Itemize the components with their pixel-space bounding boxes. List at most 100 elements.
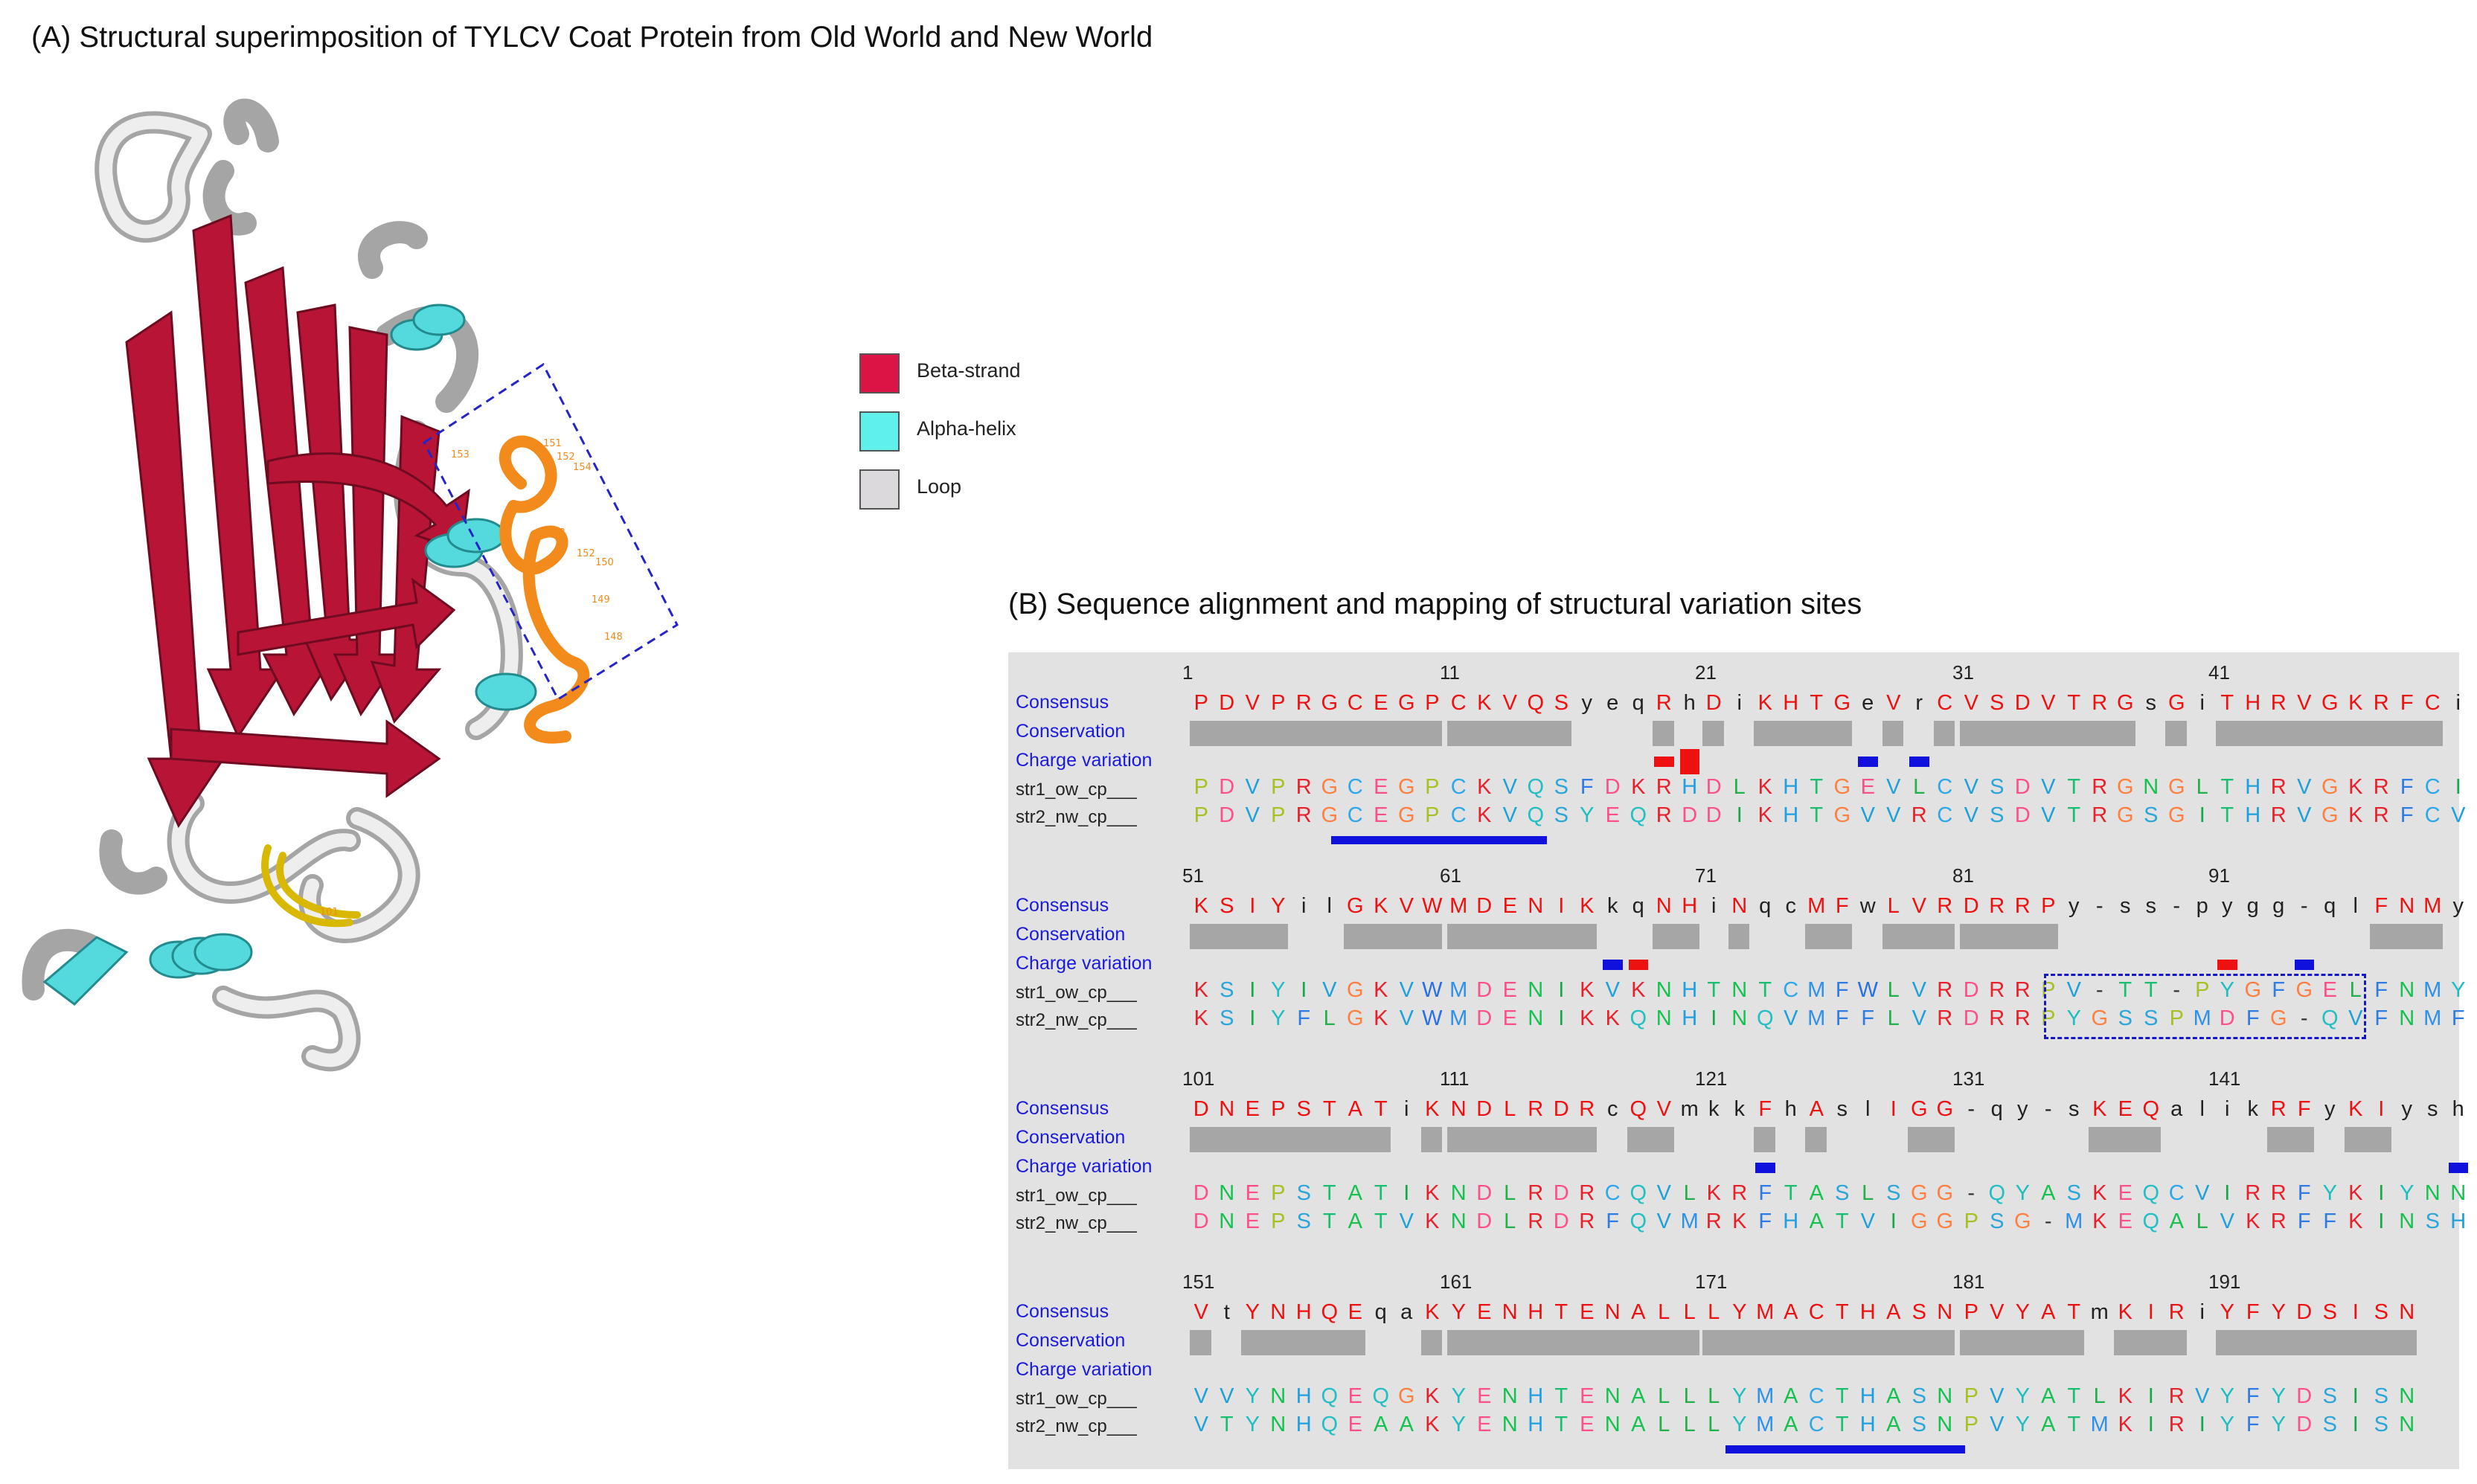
residue: G — [1321, 775, 1339, 799]
residue: N — [1731, 978, 1748, 1002]
consensus-residue: P — [1271, 1097, 1286, 1121]
residue: V — [2195, 1384, 2210, 1408]
negative-charge-mark — [1858, 757, 1878, 767]
conservation-bar — [1627, 1127, 1674, 1152]
residue: I — [2147, 1384, 2154, 1408]
position-number: 51 — [1182, 864, 1204, 887]
residue: K — [1374, 1006, 1388, 1030]
residue: R — [1705, 1210, 1722, 1233]
residue: D — [2296, 1384, 2313, 1408]
consensus-residue: y — [2324, 1097, 2336, 1121]
consensus-residue: A — [2041, 1300, 2056, 1324]
residue: Y — [2271, 1384, 2286, 1408]
residue: N — [1937, 1413, 1953, 1436]
residue: G — [1936, 1181, 1954, 1205]
residue: V — [1245, 803, 1260, 827]
consensus-residue: K — [2092, 1097, 2107, 1121]
residue: P — [1271, 1181, 1286, 1205]
residue: G — [2244, 978, 2262, 1002]
residue: T — [1810, 803, 1824, 827]
conservation-bar — [1420, 1127, 1442, 1152]
residue: Q — [1630, 1006, 1647, 1030]
residue: R — [1989, 978, 2005, 1002]
residue: G — [2013, 1210, 2031, 1233]
consensus-residue: F — [2297, 1097, 2311, 1121]
residue: L — [1708, 1384, 1720, 1408]
consensus-residue: L — [1887, 894, 1900, 918]
residue: H — [1783, 803, 1799, 827]
conservation-bar — [1447, 1330, 1699, 1355]
consensus-residue: N — [1528, 894, 1544, 918]
residue: W — [1857, 978, 1878, 1002]
consensus-residue: F — [2374, 894, 2388, 918]
legend-swatch — [859, 411, 900, 452]
residue: D — [1476, 1210, 1493, 1233]
consensus-residue: q — [1632, 691, 1644, 715]
residue: S — [1220, 978, 1234, 1002]
residue: R — [2014, 1006, 2031, 1030]
residue: I — [1558, 1006, 1565, 1030]
consensus-residue: M — [1807, 894, 1826, 918]
residue: E — [1348, 1384, 1362, 1408]
residue: V — [2297, 803, 2312, 827]
conservation-bar — [1447, 1127, 1597, 1152]
residue: E — [1605, 803, 1620, 827]
residue: A — [2041, 1413, 2056, 1436]
consensus-residue: N — [2399, 1300, 2415, 1324]
consensus-residue: - — [2044, 1097, 2052, 1121]
positive-charge-mark — [2217, 960, 2237, 970]
residue: L — [2196, 1210, 2208, 1233]
residue: P — [2169, 1006, 2184, 1030]
consensus-residue: - — [2095, 894, 2103, 918]
consensus-residue: e — [1606, 691, 1619, 715]
residue: D — [1219, 775, 1235, 799]
residue: K — [2092, 1210, 2107, 1233]
residue: L — [2196, 775, 2208, 799]
position-number: 81 — [1952, 864, 1974, 887]
residue: G — [1397, 775, 1415, 799]
residue: N — [2399, 978, 2415, 1002]
residue: F — [1297, 1006, 1311, 1030]
consensus-residue: G — [1346, 894, 1364, 918]
consensus-residue: S — [2322, 1300, 2337, 1324]
loop-regions — [22, 98, 523, 1072]
position-number: 131 — [1952, 1067, 1985, 1090]
conservation-bar — [1653, 924, 1699, 949]
row-label-consensus: Consensus — [1016, 895, 1109, 916]
residue: G — [2269, 1006, 2287, 1030]
conservation-bar — [2216, 1330, 2417, 1355]
consensus-residue: N — [1270, 1300, 1286, 1324]
consensus-residue: D — [1553, 1097, 1569, 1121]
consensus-residue: Q — [1630, 1097, 1647, 1121]
residue: P — [1193, 775, 1208, 799]
conservation-bar — [1960, 924, 2058, 949]
residue: F — [1758, 1210, 1772, 1233]
residue: - — [2300, 1006, 2308, 1030]
residue: V — [1193, 1413, 1208, 1436]
residue: E — [1245, 1210, 1260, 1233]
consensus-residue: V — [1245, 691, 1260, 715]
residue: D — [1553, 1210, 1569, 1233]
residue: R — [2373, 775, 2389, 799]
residue: I — [2147, 1413, 2154, 1436]
residue: N — [1502, 1384, 1518, 1408]
residue: N — [2399, 1210, 2415, 1233]
residue: G — [1910, 1210, 1928, 1233]
residue-label: 152 — [577, 548, 595, 559]
residue: I — [1890, 1210, 1897, 1233]
consensus-residue: Q — [2142, 1097, 2160, 1121]
residue: C — [2168, 1181, 2185, 1205]
residue: Q — [1630, 1181, 1647, 1205]
residue: G — [2321, 775, 2339, 799]
residue: F — [2451, 1006, 2465, 1030]
residue: I — [1558, 978, 1565, 1002]
residue: R — [1295, 803, 1312, 827]
residue: M — [1449, 978, 1468, 1002]
